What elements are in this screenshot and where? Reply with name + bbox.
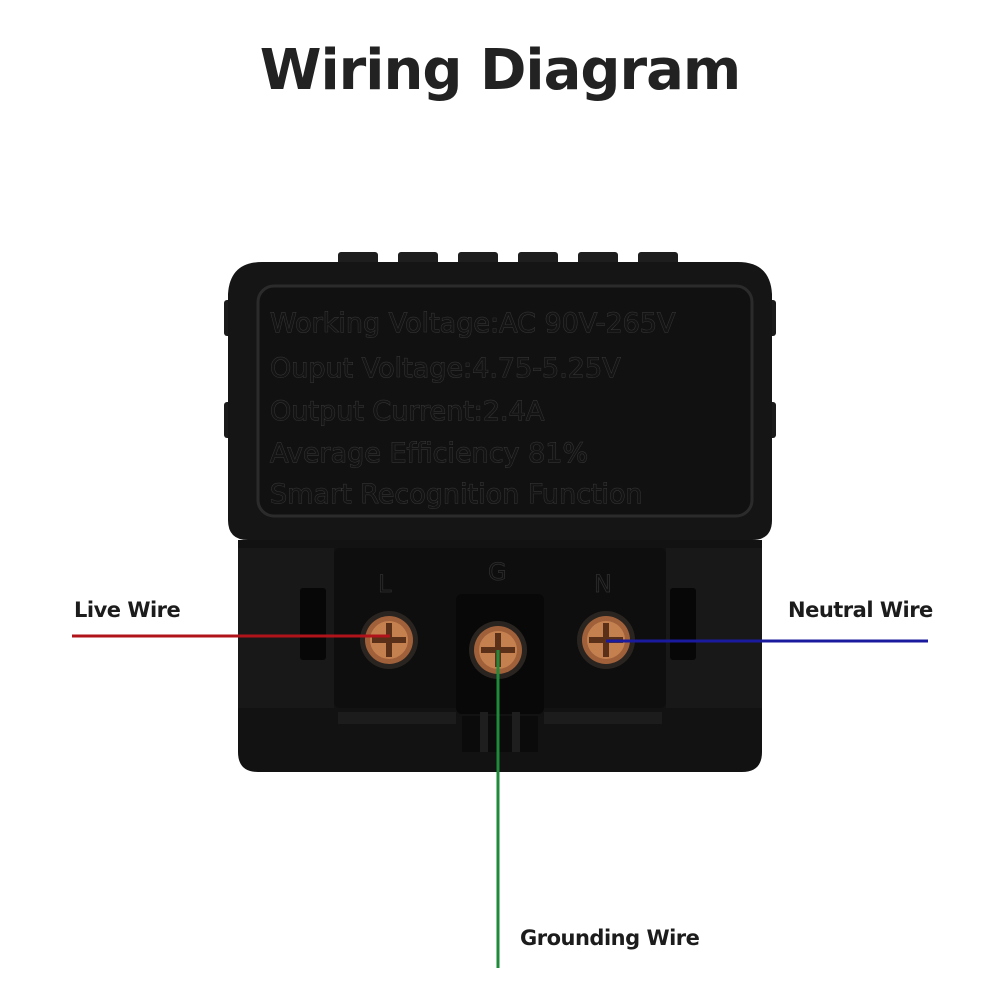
left-slot	[300, 588, 326, 660]
terminal-letter-g: G	[488, 558, 507, 586]
screw-live-terminal	[360, 611, 418, 669]
spec-line-4: Average Efficiency 81%	[270, 438, 588, 469]
terminal-letter-n: N	[594, 570, 612, 598]
live-wire-label: Live Wire	[74, 598, 181, 622]
page-title: Wiring Diagram	[259, 38, 742, 103]
bottom-grooves	[338, 712, 662, 752]
spec-line-3: Output Current:2.4A	[270, 396, 545, 427]
spec-label-plate	[256, 284, 754, 518]
spec-text-group: Working Voltage:AC 90V-265V Ouput Voltag…	[270, 308, 677, 511]
spec-line-5: Smart Recognition Function	[270, 479, 643, 510]
spec-line-1: Working Voltage:AC 90V-265V	[270, 308, 676, 339]
neutral-wire-label: Neutral Wire	[788, 598, 933, 622]
spec-line-2: Ouput Voltage:4.75-5.25V	[270, 353, 621, 384]
grounding-wire-label: Grounding Wire	[520, 926, 700, 950]
right-slot	[670, 588, 696, 660]
terminal-letter-l: L	[378, 570, 392, 598]
